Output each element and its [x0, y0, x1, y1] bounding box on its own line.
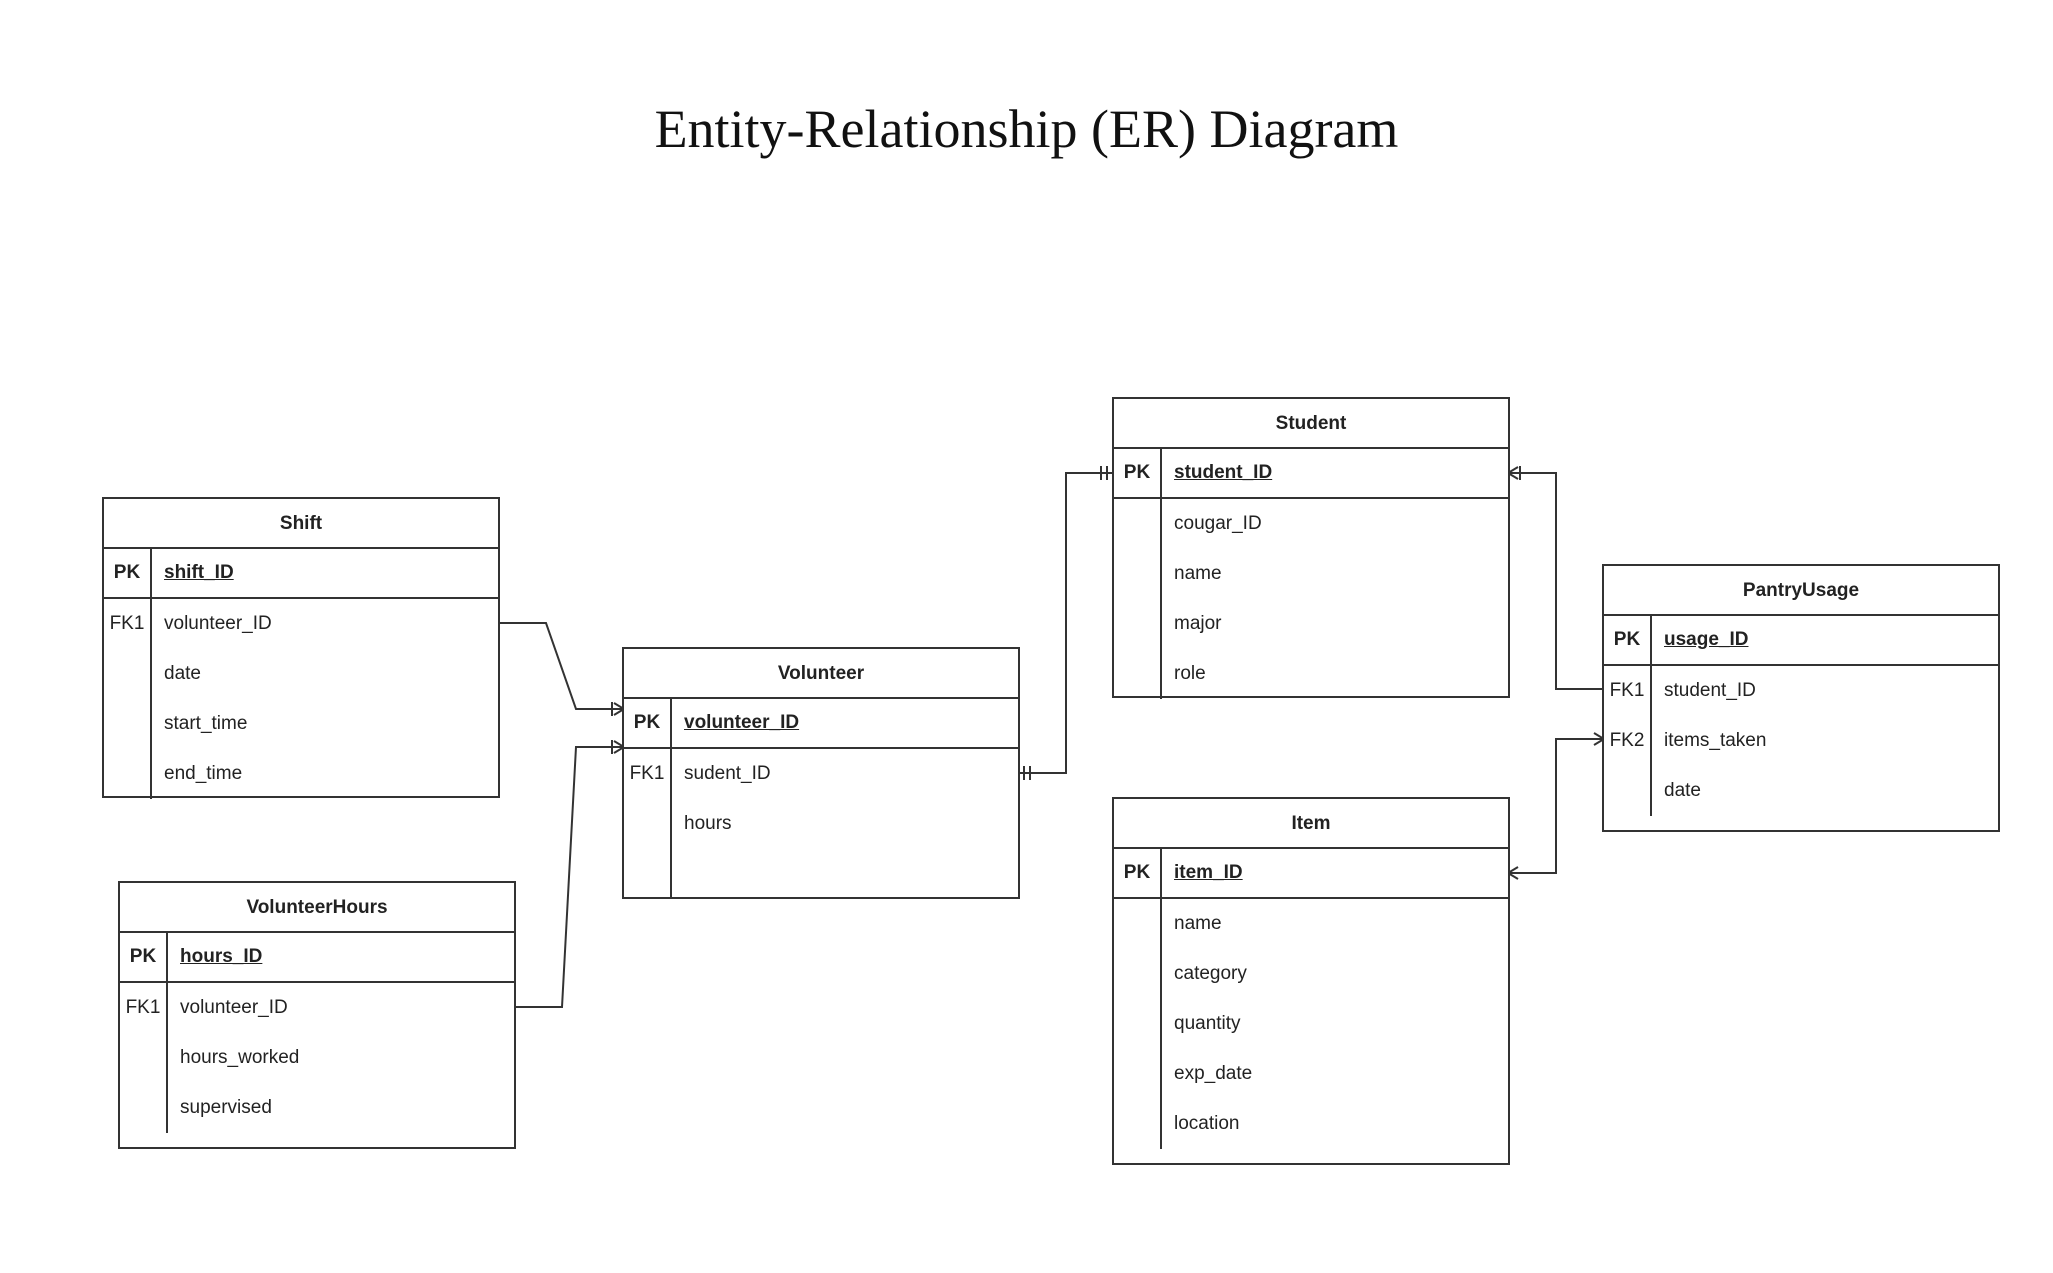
entity-title: Volunteer [624, 649, 1018, 699]
key-label [1114, 1049, 1160, 1099]
key-column [1114, 899, 1162, 1149]
pk-label: PK [624, 699, 672, 747]
pk-field: usage_ID [1664, 629, 1749, 650]
key-label: FK1 [109, 613, 145, 634]
key-label [1114, 999, 1160, 1049]
entity-attributes: FK1 FK2 student_ID items_taken date [1604, 666, 1998, 816]
key-label [104, 649, 150, 699]
primary-key-row: PK volunteer_ID [624, 699, 1018, 749]
attribute: supervised [180, 1097, 272, 1118]
rel-volunteerhours-volunteer [514, 746, 624, 1008]
one-only-marker [1100, 466, 1108, 480]
key-label: FK1 [125, 997, 161, 1018]
key-label [104, 699, 150, 749]
entity-item[interactable]: Item PK item_ID name category quantity e… [1112, 797, 1510, 1165]
entity-attributes: FK1 volunteer_ID date start_time end_tim… [104, 599, 498, 799]
entity-attributes: FK1 volunteer_ID hours_worked supervised [120, 983, 514, 1133]
attribute: role [1174, 663, 1206, 684]
rel-shift-volunteer [498, 622, 624, 710]
attribute: location [1174, 1113, 1240, 1134]
key-column: FK1 [104, 599, 152, 799]
entity-attributes: name category quantity exp_date location [1114, 899, 1508, 1149]
pk-field: shift_ID [164, 562, 234, 583]
entity-title: VolunteerHours [120, 883, 514, 933]
pk-label: PK [104, 549, 152, 597]
field-column: cougar_ID name major role [1162, 499, 1262, 699]
entity-attributes: cougar_ID name major role [1114, 499, 1508, 699]
key-label: FK1 [1609, 680, 1645, 701]
pk-label: PK [1604, 616, 1652, 664]
key-label [1114, 899, 1160, 949]
attribute: name [1174, 913, 1222, 934]
pk-field: item_ID [1174, 862, 1243, 883]
attribute: cougar_ID [1174, 513, 1262, 534]
key-label: FK1 [629, 763, 665, 784]
key-label [120, 1083, 166, 1133]
attribute: category [1174, 963, 1247, 984]
primary-key-row: PK shift_ID [104, 549, 498, 599]
rel-pantryusage-student [1508, 472, 1604, 690]
entity-volunteer[interactable]: Volunteer PK volunteer_ID FK1 sudent_ID … [622, 647, 1020, 899]
attribute: volunteer_ID [180, 997, 288, 1018]
attribute: name [1174, 563, 1222, 584]
key-column: FK1 [624, 749, 672, 897]
attribute: items_taken [1664, 730, 1767, 751]
key-label [1114, 1099, 1160, 1149]
entity-student[interactable]: Student PK student_ID cougar_ID name maj… [1112, 397, 1510, 699]
field-column: name category quantity exp_date location [1162, 899, 1252, 1149]
key-label [104, 749, 150, 799]
field-column: volunteer_ID hours_worked supervised [168, 983, 299, 1133]
entity-title: Item [1114, 799, 1508, 849]
attribute: volunteer_ID [164, 613, 272, 634]
page-title: Entity-Relationship (ER) Diagram [654, 99, 1399, 159]
entity-title: Shift [104, 499, 498, 549]
entity-pantryusage[interactable]: PantryUsage PK usage_ID FK1 FK2 student_… [1602, 564, 2000, 832]
key-label [624, 799, 670, 849]
key-label [1114, 949, 1160, 999]
pk-label: PK [1114, 449, 1162, 497]
rel-pantryusage-item [1508, 738, 1604, 874]
entity-title: PantryUsage [1604, 566, 1998, 616]
entity-title: Student [1114, 399, 1508, 449]
attribute: end_time [164, 763, 243, 784]
attribute: major [1174, 613, 1222, 634]
entity-shift[interactable]: Shift PK shift_ID FK1 volunteer_ID date … [102, 497, 500, 799]
key-column: FK1 FK2 [1604, 666, 1652, 816]
pk-field: hours_ID [180, 946, 263, 967]
primary-key-row: PK student_ID [1114, 449, 1508, 499]
attribute: quantity [1174, 1013, 1241, 1034]
field-column: volunteer_ID date start_time end_time [152, 599, 272, 799]
entity-attributes: FK1 sudent_ID hours [624, 749, 1018, 897]
attribute: sudent_ID [684, 763, 771, 784]
attribute: date [164, 663, 201, 684]
key-label [120, 1033, 166, 1083]
field-column: student_ID items_taken date [1652, 666, 1766, 816]
attribute: hours_worked [180, 1047, 300, 1068]
key-label [1114, 549, 1160, 599]
rel-volunteer-student [1018, 472, 1114, 774]
attribute: hours [684, 813, 732, 834]
entity-volunteerhours[interactable]: VolunteerHours PK hours_ID FK1 volunteer… [118, 881, 516, 1149]
attribute: start_time [164, 713, 248, 734]
primary-key-row: PK hours_ID [120, 933, 514, 983]
key-label: FK2 [1609, 730, 1645, 751]
key-label [1604, 766, 1650, 816]
key-label [1114, 599, 1160, 649]
key-label [1114, 499, 1160, 549]
pk-field: volunteer_ID [684, 712, 800, 733]
attribute: student_ID [1664, 680, 1756, 701]
key-label [1114, 649, 1160, 699]
pk-label: PK [120, 933, 168, 981]
key-column: FK1 [120, 983, 168, 1133]
attribute: exp_date [1174, 1063, 1253, 1084]
primary-key-row: PK usage_ID [1604, 616, 1998, 666]
key-column [1114, 499, 1162, 699]
field-column: sudent_ID hours [672, 749, 771, 897]
primary-key-row: PK item_ID [1114, 849, 1508, 899]
attribute: date [1664, 780, 1701, 801]
pk-field: student_ID [1174, 462, 1273, 483]
one-only-marker [1023, 766, 1031, 780]
pk-label: PK [1114, 849, 1162, 897]
